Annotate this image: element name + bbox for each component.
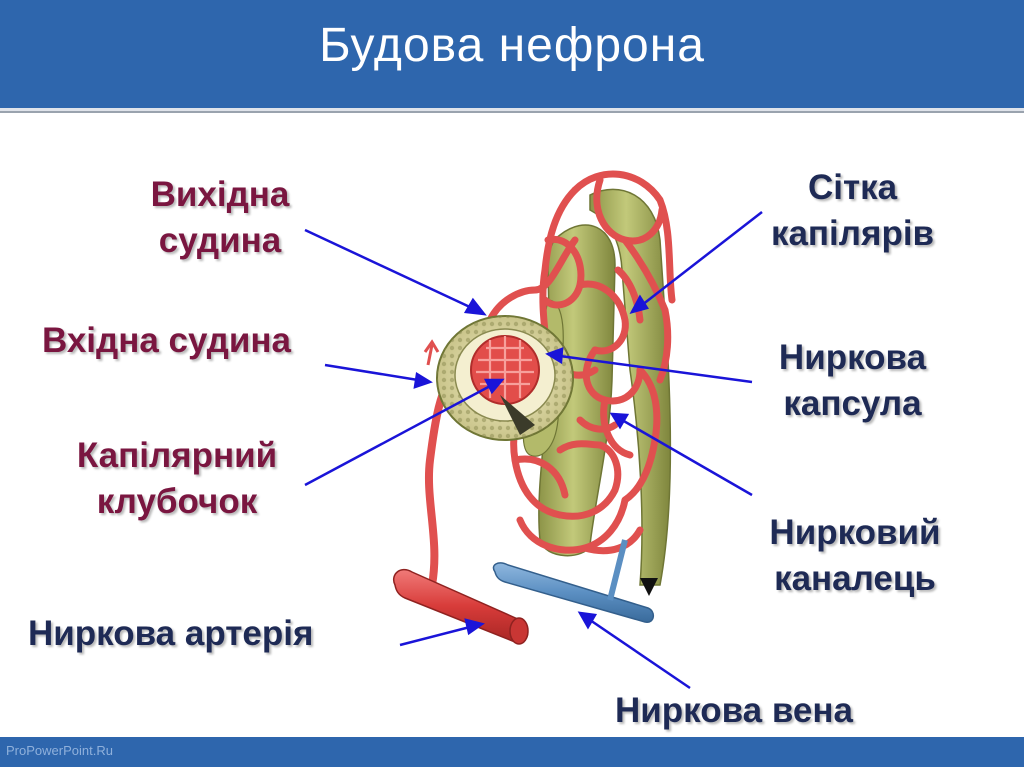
- efferent-vessel: [486, 236, 579, 324]
- pointer-capillary-network: [629, 211, 763, 314]
- label-glomerulus-line2: клубочок: [96, 482, 258, 521]
- capillary-network: [510, 170, 676, 555]
- label-capillary-network-line1: Сітка: [807, 168, 898, 207]
- renal-vein: [492, 539, 654, 623]
- title-divider: [0, 108, 1024, 111]
- footer-bar: [0, 737, 1024, 767]
- label-renal-capsule-line1: Ниркова: [778, 338, 927, 377]
- title-divider-shadow: [0, 111, 1024, 113]
- pointer-outgoing-vessel: [304, 228, 487, 316]
- renal-artery: [393, 568, 529, 645]
- label-outgoing-vessel-line1: Вихідна: [150, 175, 290, 214]
- pointer-renal-vein: [577, 611, 691, 690]
- slide-title: Будова нефрона: [319, 19, 705, 72]
- pointer-renal-tubule: [609, 412, 753, 497]
- pointer-incoming-vessel: [324, 363, 433, 389]
- label-renal-capsule: Ниркова капсула: [745, 335, 960, 427]
- label-renal-vein: Ниркова вена: [615, 691, 853, 730]
- glomerulus: [470, 335, 540, 435]
- label-renal-capsule-line2: капсула: [783, 384, 922, 423]
- outflow-arrow-icon: [640, 578, 658, 596]
- label-capillary-network: Сітка капілярів: [740, 165, 965, 257]
- label-capillary-network-line2: капілярів: [770, 214, 935, 253]
- pointer-renal-capsule: [545, 347, 753, 384]
- flow-arrow-icon: [423, 339, 440, 366]
- label-glomerulus-line1: Капілярний: [76, 436, 278, 475]
- watermark: ProPowerPoint.Ru: [6, 743, 113, 758]
- label-renal-artery: Ниркова артерія: [28, 614, 314, 653]
- label-renal-tubule: Нирковий каналець: [735, 510, 975, 602]
- label-incoming-vessel: Вхідна судина: [42, 321, 291, 360]
- label-outgoing-vessel: Вихідна судина: [110, 172, 330, 264]
- pointer-glomerulus: [304, 378, 505, 487]
- label-renal-tubule-line2: каналець: [774, 559, 936, 598]
- label-glomerulus: Капілярний клубочок: [32, 433, 322, 525]
- label-renal-tubule-line1: Нирковий: [769, 513, 941, 552]
- title-bar: [0, 0, 1024, 108]
- pointer-renal-artery: [399, 618, 485, 647]
- label-outgoing-vessel-line2: судина: [158, 221, 282, 260]
